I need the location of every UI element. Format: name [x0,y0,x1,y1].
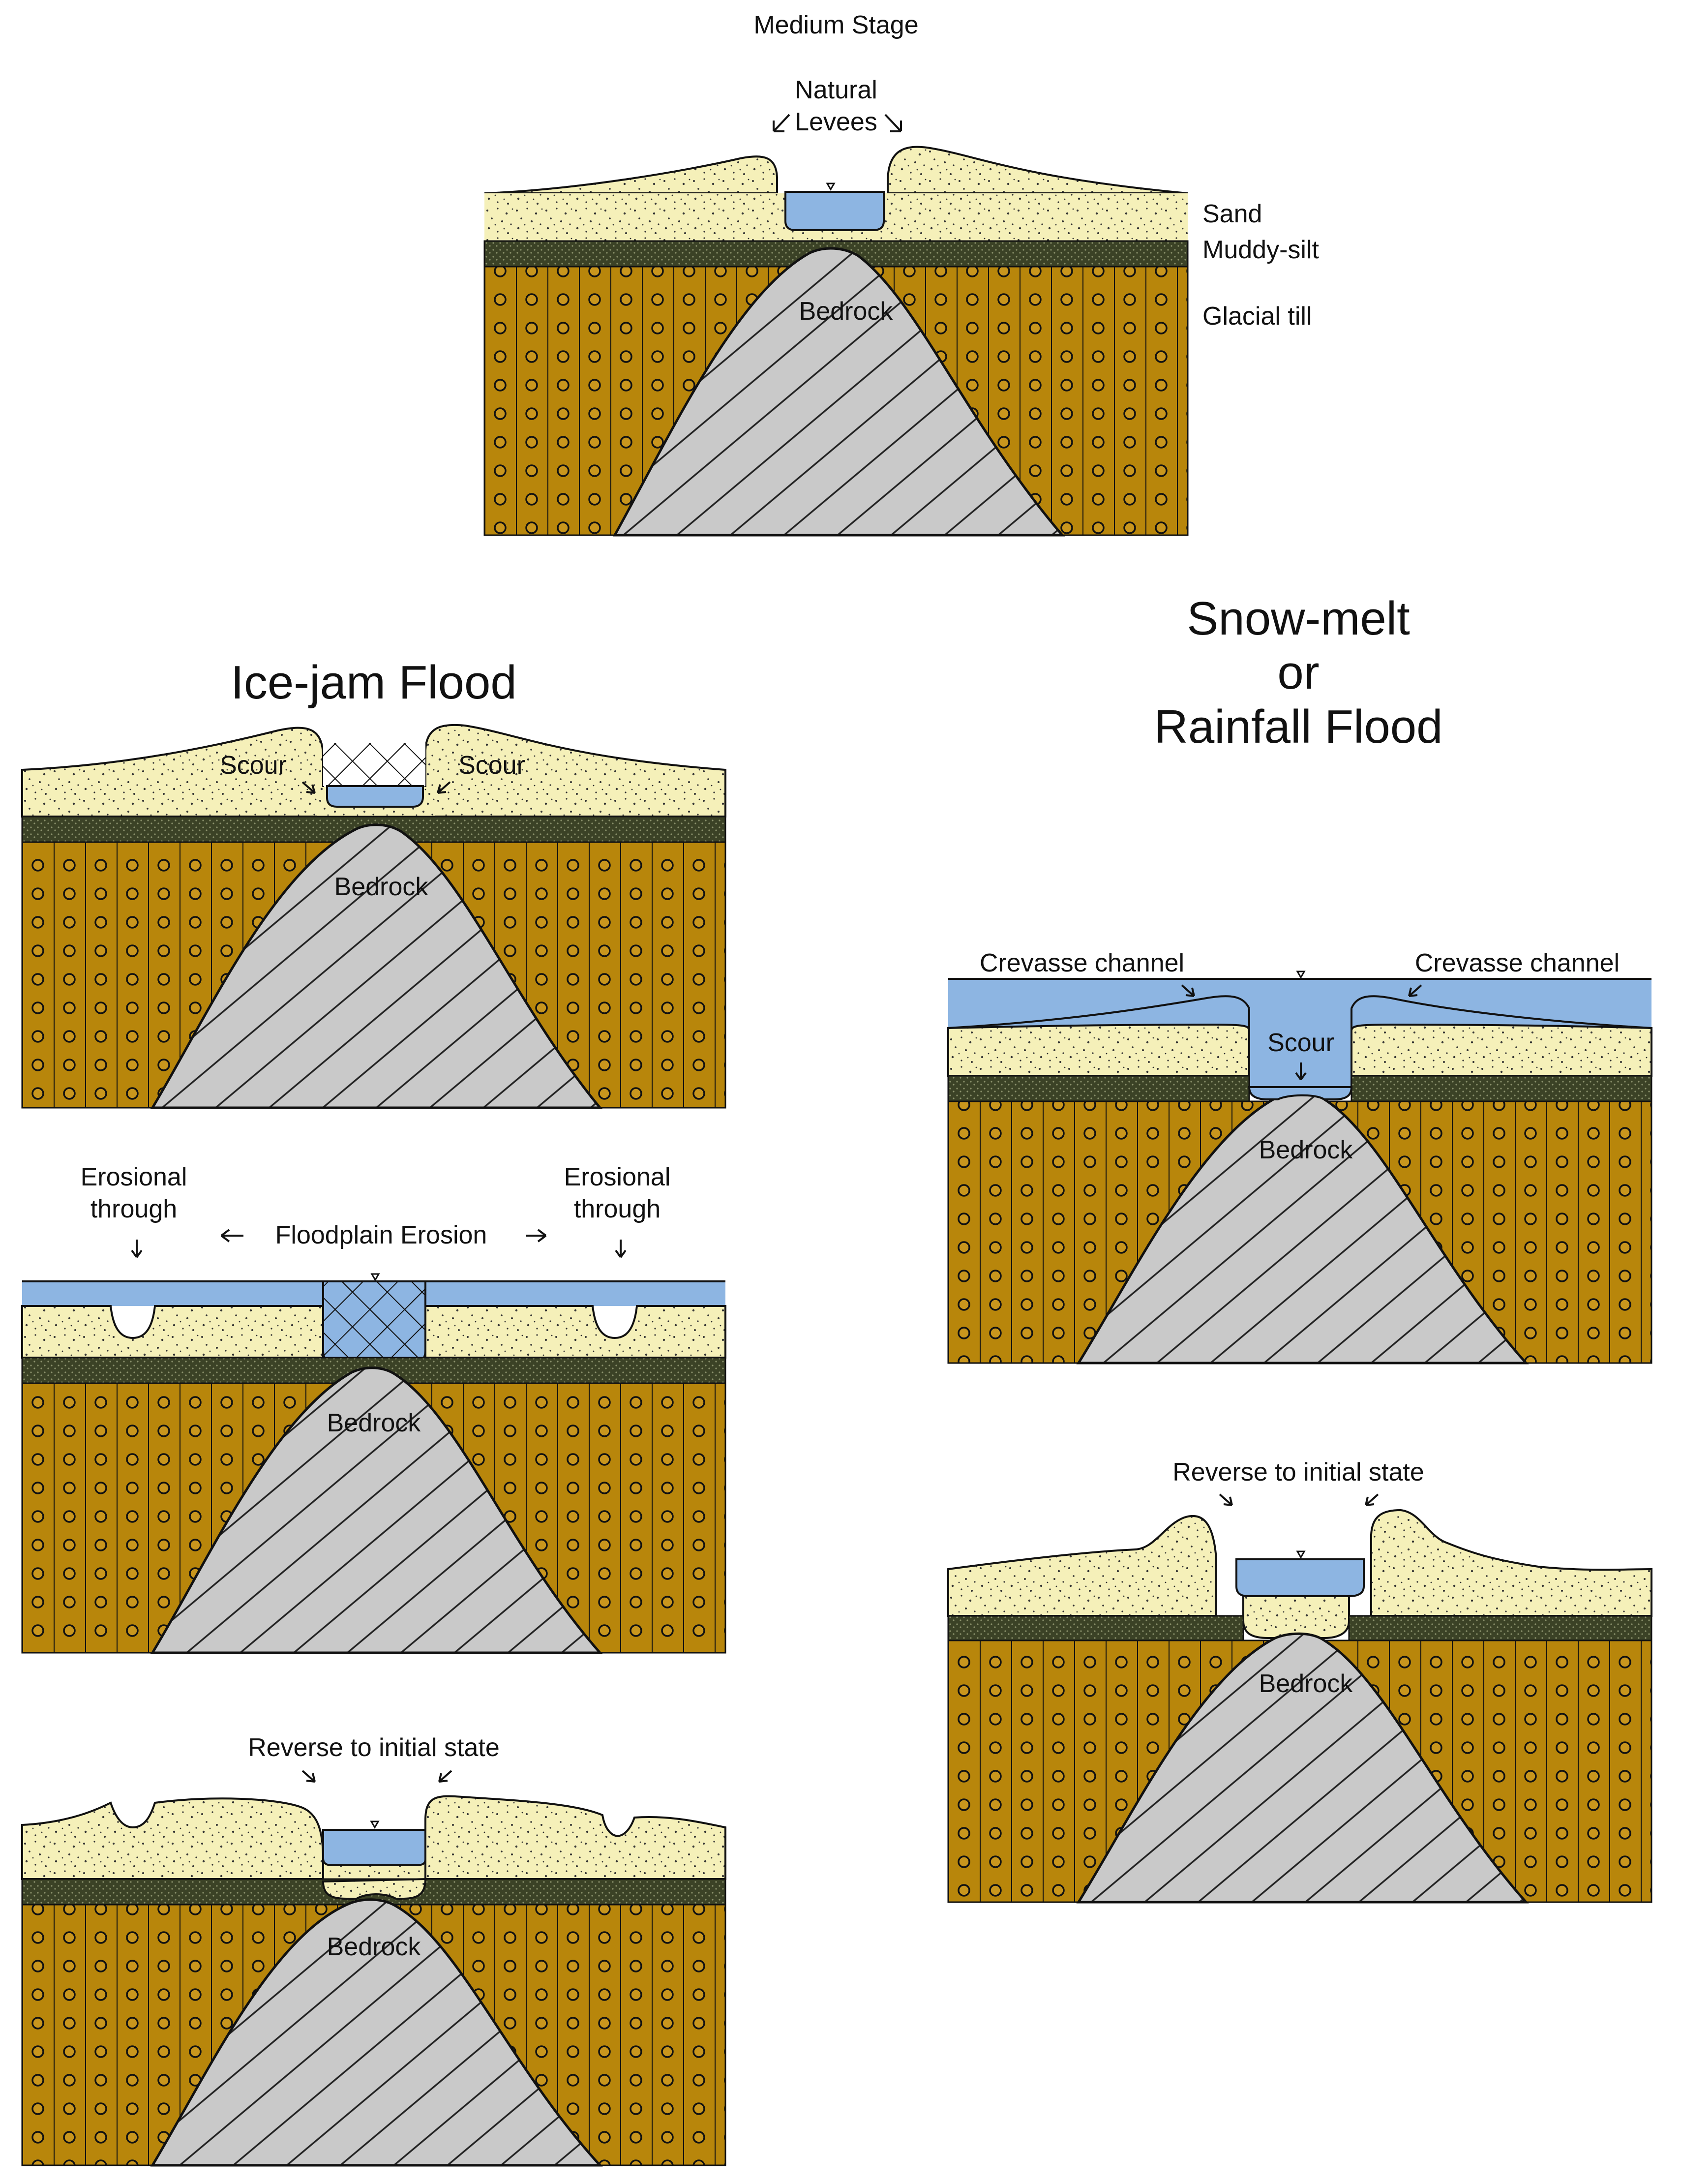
sand-layer [887,146,1188,194]
bedrock-body [612,247,1065,537]
crevasse-channel-line [1351,995,1652,1029]
water-surface-icon [826,182,836,191]
sand-layer [424,1305,726,1359]
arrow-down-right-icon [1181,984,1195,997]
bedrock-label: Bedrock [1259,1136,1353,1164]
erosional-right-line2: through [574,1195,660,1223]
arrow-down-left-icon [773,114,790,132]
arrow-down-icon [131,1240,143,1258]
arrow-down-right-icon [301,1770,316,1783]
snowmelt-panel-1: Scour Bedrock [947,971,1652,1365]
floodplain-erosion-label: Floodplain Erosion [275,1221,487,1249]
bedrock-label: Bedrock [1259,1669,1353,1698]
arrow-down-left-icon [438,1770,452,1783]
sand-infill [322,1878,427,1900]
arrow-left-icon [220,1229,243,1243]
erosional-right-line1: Erosional [564,1163,671,1191]
bedrock-body [150,1366,603,1654]
water-channel [1235,1558,1365,1597]
bedrock-body [1076,1632,1529,1904]
arrow-down-right-icon [301,781,316,794]
water-surface-icon [1296,1550,1306,1559]
crevasse-right-label: Crevasse channel [1415,949,1620,977]
medium-stage-title: Medium Stage [753,11,918,39]
levee-label-line1: Natural [795,76,877,104]
arrow-down-icon [1295,1062,1307,1081]
crevasse-left-label: Crevasse channel [980,949,1184,977]
water-surface-icon [1296,971,1306,979]
sand-layer [1370,1509,1652,1617]
ice-jam-panel-3: Bedrock [21,1795,726,2167]
muddy-silt-layer [1348,1615,1652,1641]
erosional-left-line2: through [90,1195,177,1223]
muddy-silt-layer [947,1615,1244,1641]
ice-jam-panel-2: Bedrock [21,1273,726,1654]
sand-layer [21,1797,324,1880]
levee-label-line2: Levees [795,108,877,136]
sand-layer [424,724,726,818]
sand-layer [484,155,778,194]
arrow-down-left-icon [1408,984,1422,997]
arrow-down-left-icon [1365,1493,1379,1506]
water-surface-icon [370,1273,380,1281]
muddy-silt-layer [1351,1075,1652,1102]
sand-layer [1351,1023,1652,1077]
water-surface-icon [370,1820,380,1829]
muddy-silt-layer [947,1075,1250,1102]
sand-layer [21,727,324,818]
water-channel [322,1829,426,1866]
bedrock-label: Bedrock [327,1409,421,1437]
reverse-label: Reverse to initial state [1172,1458,1424,1486]
arrow-right-icon [526,1229,547,1243]
arrow-down-icon [615,1240,627,1258]
arrow-down-right-icon [884,114,902,132]
arrow-down-right-icon [1219,1493,1233,1506]
water-channel [326,785,424,808]
arrow-down-left-icon [437,781,451,794]
bedrock-label: Bedrock [334,873,429,901]
bedrock-body [150,823,603,1109]
snowmelt-title-line3: Rainfall Flood [1154,700,1443,753]
reverse-label: Reverse to initial state [248,1733,500,1762]
snowmelt-title-line1: Snow-melt [1187,592,1410,645]
medium-stage-panel: Bedrock [483,146,1189,537]
sand-layer [947,1515,1217,1617]
erosional-left-line1: Erosional [81,1163,187,1191]
sand-layer [21,1305,324,1359]
legend-muddy-silt: Muddy-silt [1202,236,1319,264]
crevasse-channel-line [948,995,1250,1029]
bedrock-body [150,1898,603,2167]
ice-block [323,743,425,786]
water-channel [784,191,885,231]
ice-jam-block [322,1280,426,1365]
ice-jam-title: Ice-jam Flood [231,656,517,709]
legend-sand: Sand [1202,200,1262,228]
snowmelt-title-line2: or [1277,646,1319,699]
snowmelt-panel-2: Bedrock [947,1509,1652,1904]
bedrock-label: Bedrock [327,1933,421,1961]
legend-glacial-till: Glacial till [1202,302,1312,331]
scour-right-label: Scour [458,751,525,780]
scour-label: Scour [1267,1029,1334,1057]
ice-jam-panel-1: Scour Scour Bedrock [21,724,726,1109]
scour-left-label: Scour [220,751,287,780]
sand-layer [424,1795,726,1880]
sand-layer [947,1023,1250,1077]
bedrock-label: Bedrock [799,297,894,326]
sand-infill [1242,1593,1350,1639]
scour-channel [1248,1086,1353,1100]
